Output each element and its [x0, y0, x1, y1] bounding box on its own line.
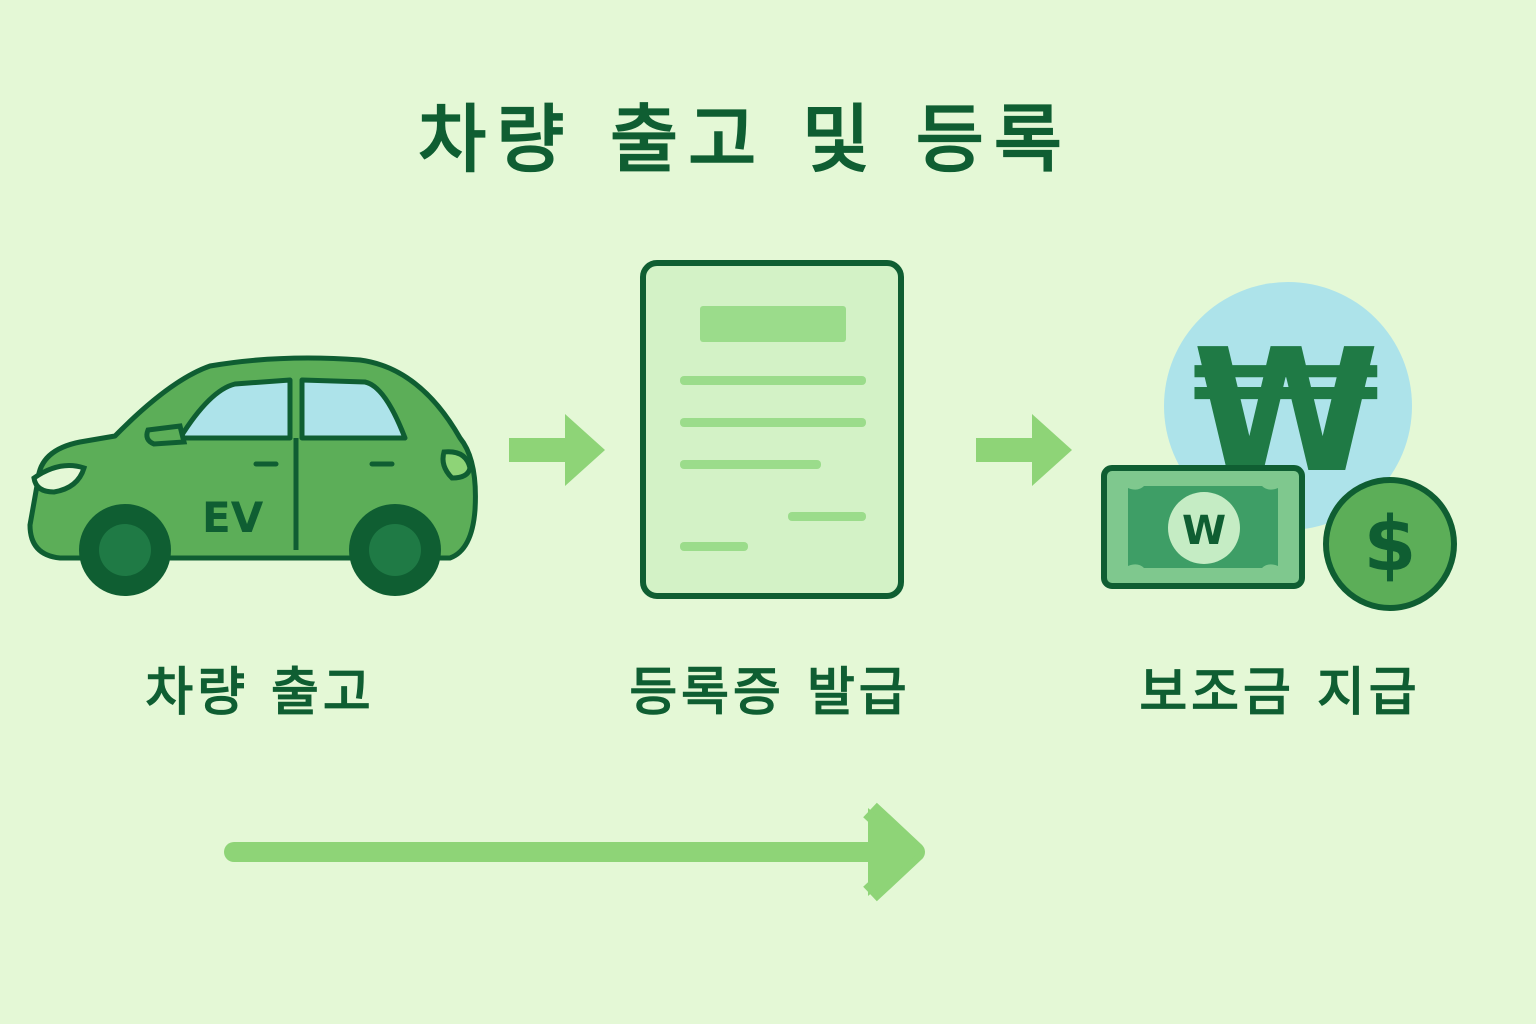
- long-arrow-right-icon: [224, 802, 925, 902]
- dollar-coin-icon: $: [1364, 499, 1417, 588]
- step-label-vehicle-release: 차량 출고: [145, 663, 375, 723]
- banknote-symbol: W: [1182, 508, 1226, 554]
- arrow-right-icon: [976, 414, 1072, 486]
- arrow-right-icon: [509, 414, 605, 486]
- registration-document-icon: [640, 260, 904, 599]
- electric-car-icon: EV: [27, 355, 478, 596]
- step-label-subsidy: 보조금 지급: [1139, 663, 1421, 723]
- ev-badge: EV: [202, 493, 264, 542]
- subsidy-money-icon: ₩ W $: [1101, 282, 1457, 611]
- page-title: 차량 출고 및 등록: [418, 97, 1072, 183]
- step-label-registration: 등록증 발급: [629, 663, 911, 723]
